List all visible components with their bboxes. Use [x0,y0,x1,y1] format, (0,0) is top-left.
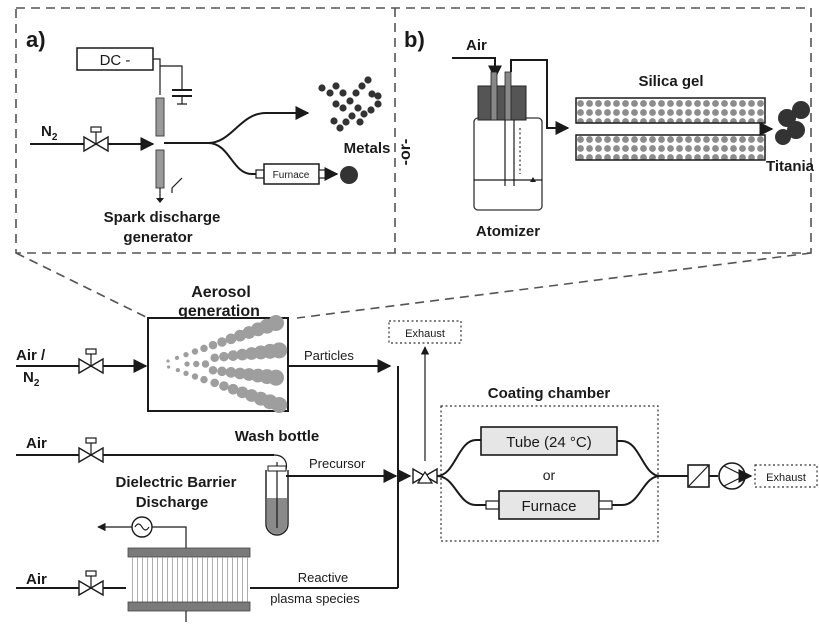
or-vertical-label: -or- [397,139,414,166]
furnace-inlet [485,500,500,510]
coating-or-label: or [543,467,556,483]
coating-chamber-frame [440,405,659,542]
pump-icon [718,462,746,490]
coating-title: Coating chamber [488,385,611,402]
exhaust-top-label: Exhaust [405,328,445,340]
spark-label-2: generator [123,229,192,246]
dbd-title-2: Discharge [136,494,209,511]
inset-frame [15,7,812,319]
furnace-box [498,490,600,520]
filter-icon [687,464,710,488]
coating-chamber: Coating chamber Tube (24 °C) or Furnace [436,385,688,542]
aerosol-title-2: generation [178,303,260,320]
dc-label: DC - [100,52,131,69]
air-b-line [452,57,502,80]
valve-icon [78,348,104,375]
silica-label: Silica gel [638,73,703,90]
dc-wire [153,58,161,95]
aerosol-generation: Aerosol generation Air / N2 Particles [16,284,392,413]
coating-branch-bottom [436,475,486,506]
particles-label: Particles [304,348,354,363]
valve-icon [78,437,104,464]
exhaust-top-box [388,320,462,344]
dbd-section: Dielectric Barrier Discharge Air Reactiv… [16,474,398,622]
wash-bottle-title: Wash bottle [235,428,319,445]
capacitor-ground [177,96,187,105]
wash-bottle-section: Air Wash bottle Precursor [16,428,398,536]
wash-air-label: Air [26,435,47,452]
coating-merge-bottom [612,475,661,506]
metals-agglomerate-icon [318,76,382,132]
aerosol-inlet-1: Air / [16,347,46,364]
panel-b: b) Air Atomizer Silica gel Titania [404,27,815,240]
three-way-valve-icon [412,467,438,485]
furnace-small-label: Furnace [273,170,310,181]
dbd-electrode-top [127,547,251,558]
wash-bottle-icon [265,454,289,536]
dbd-air-label: Air [26,571,47,588]
capacitor-wire [160,65,183,90]
zoom-line-left [15,252,149,319]
aerosol-title-1: Aerosol [191,284,251,301]
branch-furnace [207,142,256,175]
exhaust-top: Exhaust [388,320,462,461]
metals-label: Metals [344,140,391,157]
dbd-electrode-bottom [127,601,251,612]
n2-label: N2 [41,123,58,143]
panel-a-label: a) [26,27,46,52]
zoom-line-right [296,252,812,319]
atomizer-icon [473,71,543,211]
coating-merge-top [617,440,661,477]
reactive-label-2: plasma species [270,591,360,606]
spark-label-1: Spark discharge [104,209,221,226]
dbd-title-1: Dielectric Barrier [116,474,237,491]
air-b-label: Air [466,37,487,54]
spark-electrodes [155,97,183,203]
aerosol-particles-icon [166,315,288,413]
coating-branch-top [436,439,482,477]
furnace-label: Furnace [521,498,576,515]
silica-dryer-bottom [575,134,766,161]
atomizer-label: Atomizer [476,223,540,240]
reactive-label-1: Reactive [298,570,349,585]
panel-a: a) DC - N2 Furnac [26,27,390,246]
exhaust-right: Exhaust [754,464,818,488]
sintered-particle [340,166,358,184]
furnace-outlet [598,500,613,510]
branch-metals [207,106,310,144]
atomizer-outlet [510,59,570,135]
titania-agglomerate-icon [775,101,810,145]
furnace-small: Furnace [255,163,328,185]
dbd-plasma-gap [128,557,250,602]
valve-icon [78,570,104,597]
ac-source-icon [97,516,187,548]
exhaust-right-label: Exhaust [766,472,806,484]
precursor-label: Precursor [309,456,366,471]
tube-label: Tube (24 °C) [506,434,591,451]
aerosol-inlet-2: N2 [23,369,40,389]
panel-b-label: b) [404,27,425,52]
silica-dryer-top [575,97,766,124]
valve-icon [83,126,109,153]
titania-label: Titania [766,158,815,175]
exhaust-right-box [754,464,818,488]
